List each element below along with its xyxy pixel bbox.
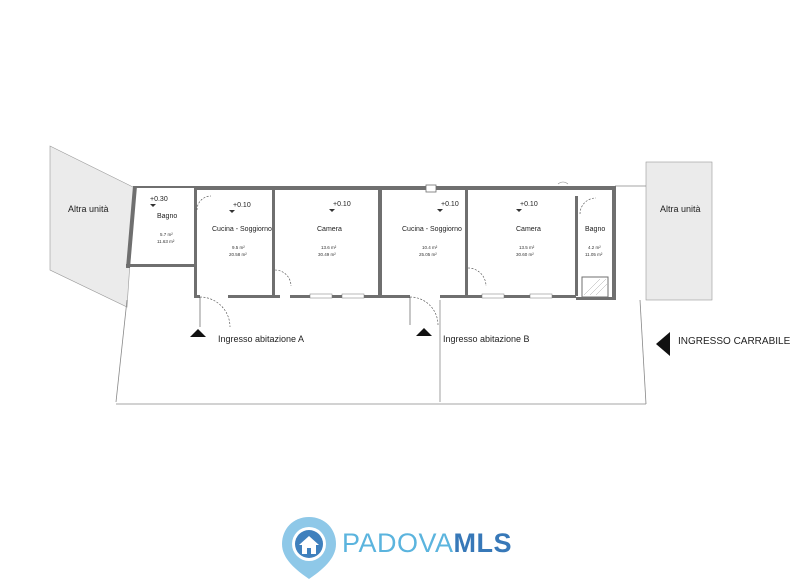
room-name: Bagno [585,226,605,233]
room-gross-area: 11.63 m² [157,239,175,244]
room-net-area: 10.4 m² [422,245,438,250]
room-name: Cucina - Soggiorno [402,226,462,233]
room-gross-area: 30.60 m² [516,252,534,257]
room-net-area: 9.5 m² [232,245,245,250]
room-net-area: 13.5 m² [519,245,535,250]
level-marker: +0.10 [520,201,538,208]
room-name: Camera [317,226,342,233]
room-name: Camera [516,226,541,233]
logo-wordmark: PADOVAMLS [342,528,512,559]
room-gross-area: 25.05 m² [419,252,437,257]
room-cucina-a: +0.10 Cucina - Soggiorno 9.5 m² 20.58 m² [212,202,272,257]
entrance-a-arrow-icon [190,329,206,337]
room-name: Cucina - Soggiorno [212,226,272,233]
neighbor-unit-right [645,161,713,301]
padova-mls-logo: PADOVAMLS [280,515,540,581]
room-gross-area: 30.49 m² [318,252,336,257]
logo-text-mls: MLS [453,528,513,558]
level-arrow-icon [150,204,156,207]
room-labels: +0.30 Bagno 5.7 m² 11.63 m² +0.10 Cucina… [150,196,605,257]
entrance-b-label: Ingresso abitazione B [443,334,530,344]
room-gross-area: 20.58 m² [229,252,247,257]
room-net-area: 4.2 m² [588,245,601,250]
entrance-a-label: Ingresso abitazione A [218,334,304,344]
room-bagno-a: +0.30 Bagno 5.7 m² 11.63 m² [150,196,177,244]
level-arrow-icon [516,209,522,212]
room-bagno-b: Bagno 4.2 m² 11.05 m² [585,226,605,257]
neighbor-left-label: Altra unità [68,204,109,214]
level-marker: +0.10 [233,202,251,209]
level-arrow-icon [437,209,443,212]
room-gross-area: 11.05 m² [585,252,603,257]
house-pin-icon [282,517,336,579]
level-arrow-icon [229,210,235,213]
room-net-area: 5.7 m² [160,232,173,237]
logo-text-padova: PADOVA [342,528,454,558]
level-marker: +0.10 [333,201,351,208]
room-cucina-b: +0.10 Cucina - Soggiorno 10.4 m² 25.05 m… [402,201,462,257]
driveway-arrow-icon [656,332,670,356]
room-camera-b: +0.10 Camera 13.5 m² 30.60 m² [516,201,541,257]
neighbor-unit-left [49,145,136,308]
level-marker: +0.10 [441,201,459,208]
entrance-b-arrow-icon [416,328,432,336]
room-name: Bagno [157,213,177,220]
level-marker: +0.30 [150,196,168,203]
doors [196,195,597,328]
room-camera-a: +0.10 Camera 13.6 m² 30.49 m² [317,201,351,257]
level-arrow-icon [329,209,335,212]
neighbor-right-label: Altra unità [660,204,701,214]
driveway-label: INGRESSO CARRABILE [678,336,791,347]
room-net-area: 13.6 m² [321,245,337,250]
building-walls [126,181,616,300]
courtyard-outline [115,185,647,405]
